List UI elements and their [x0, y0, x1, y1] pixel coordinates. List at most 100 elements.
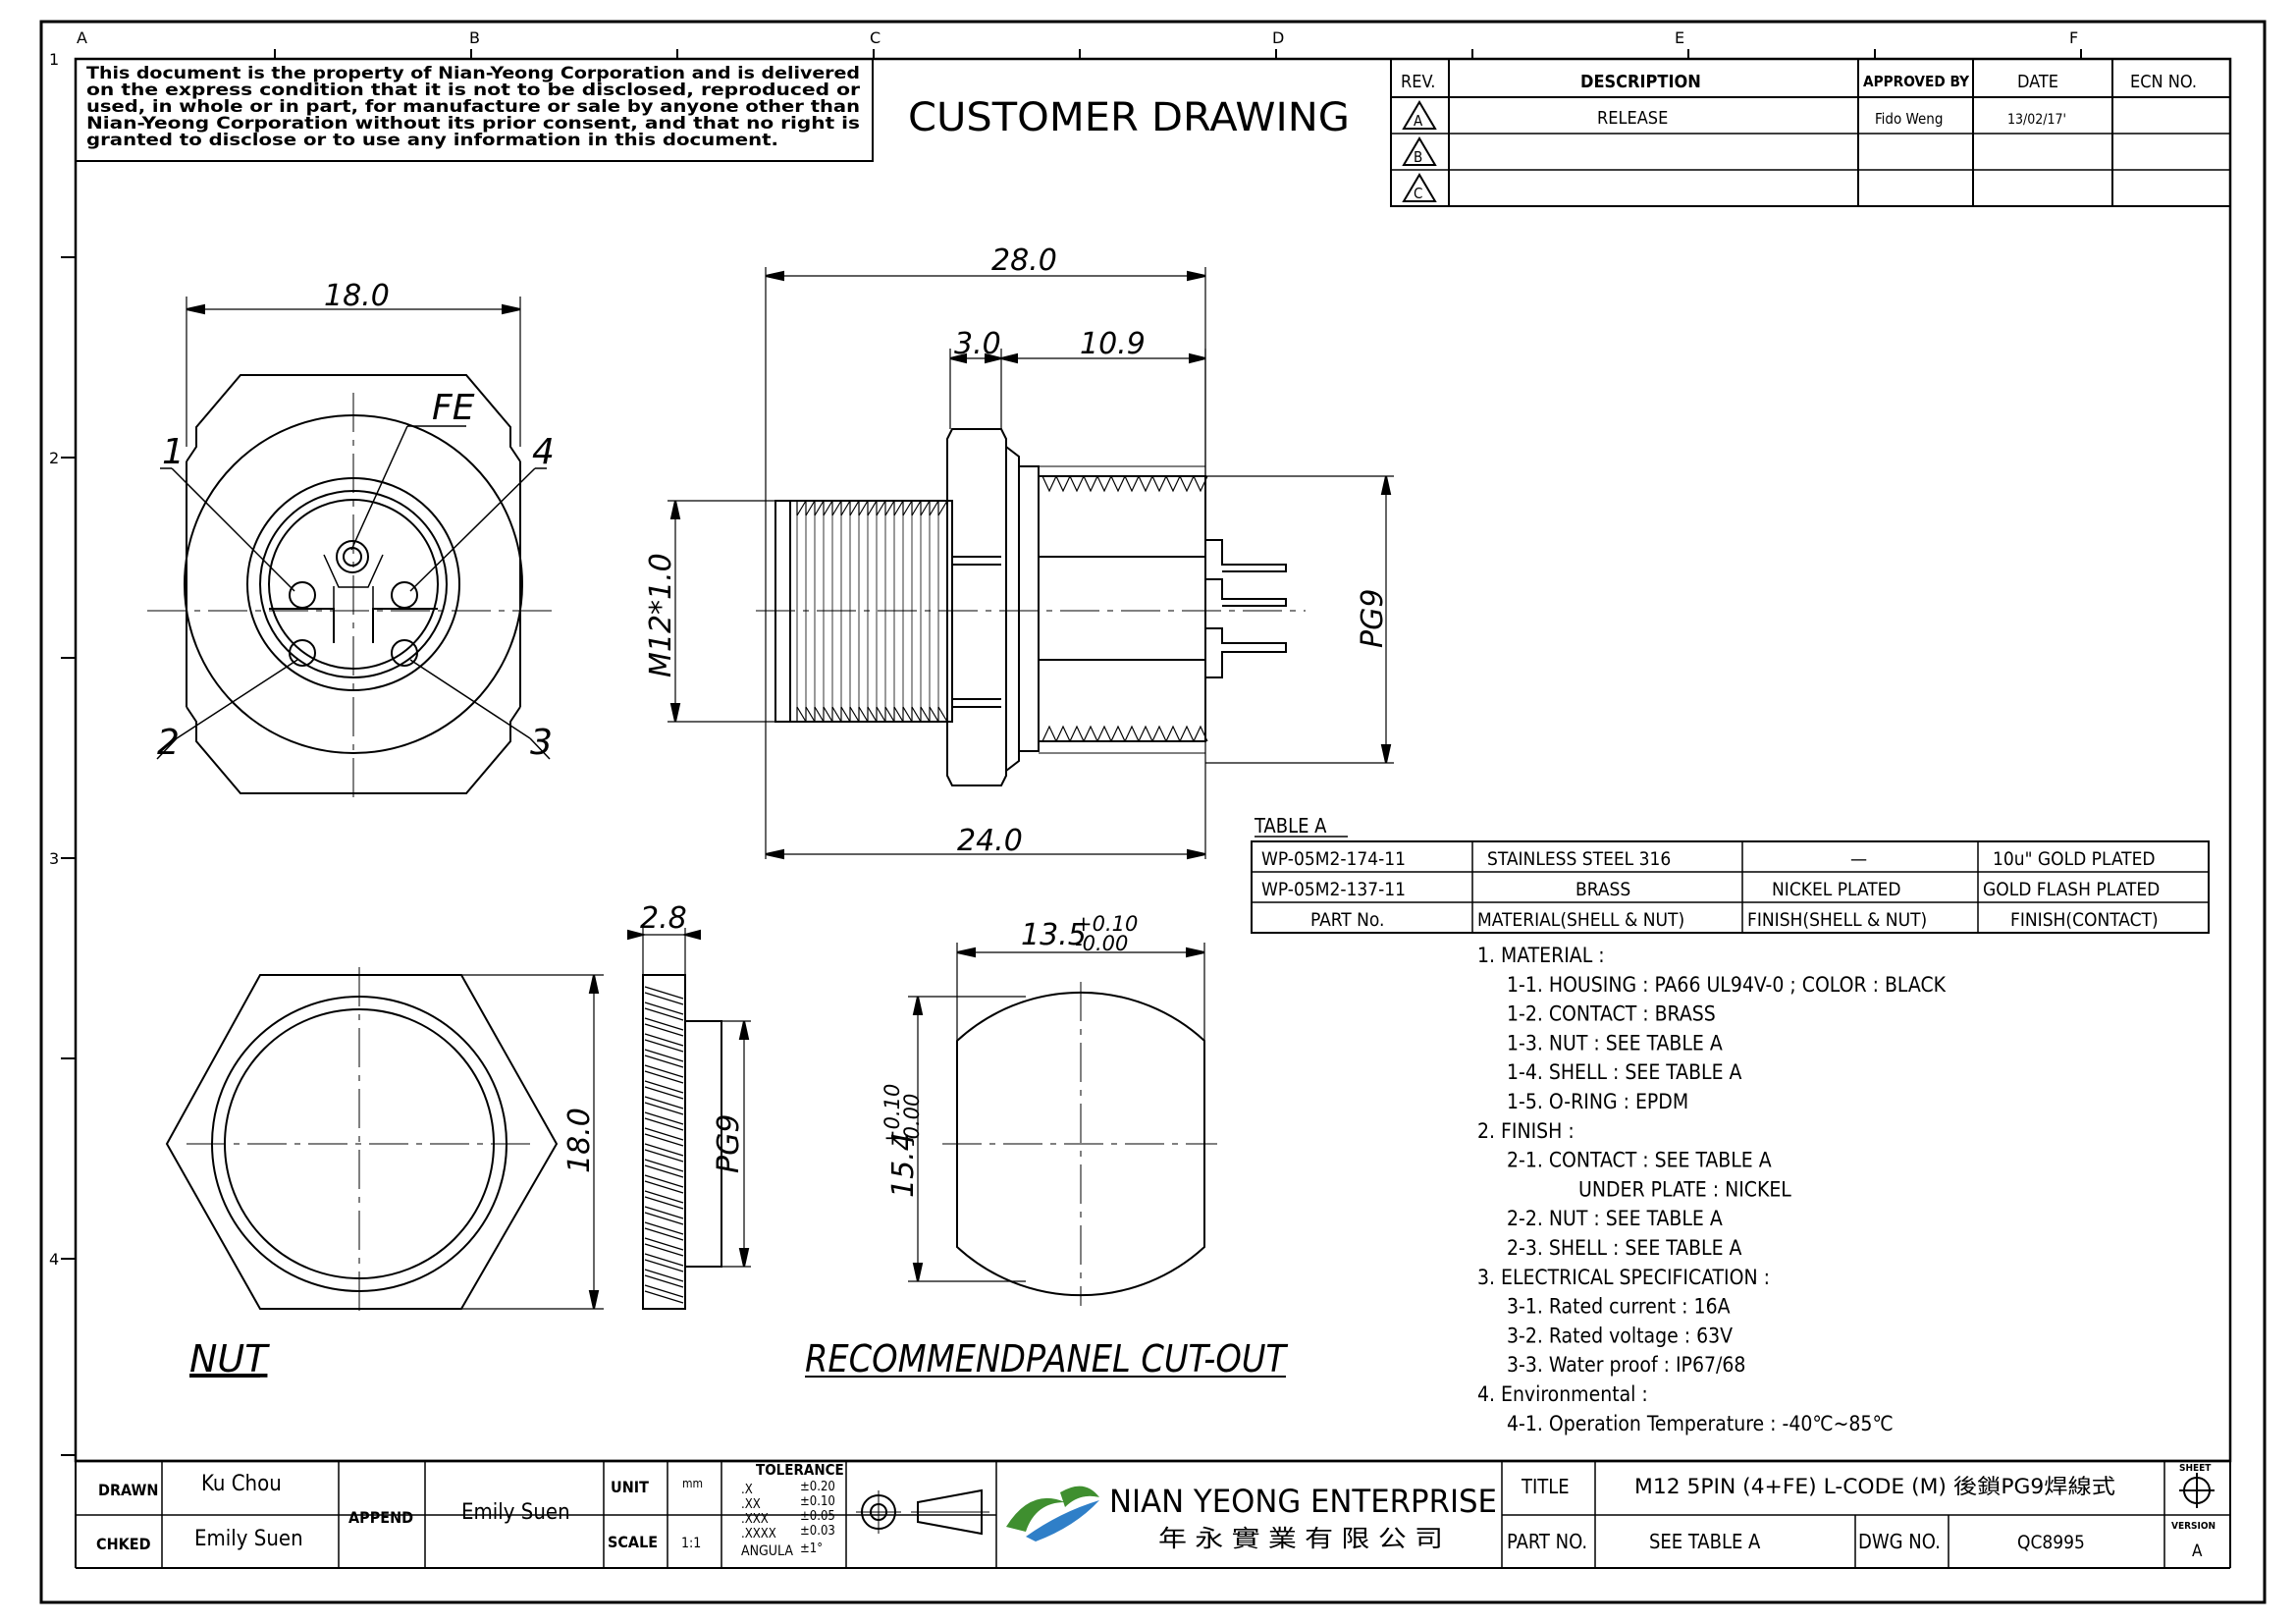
tb-title: M12 5PIN (4+FE) L-CODE (M) 後鎖PG9焊線式 [1634, 1475, 2115, 1498]
note-line: 4-1. Operation Temperature : -40℃~85℃ [1507, 1412, 1894, 1435]
note-line: 1-2. CONTACT : BRASS [1507, 1002, 1716, 1026]
front-view [147, 297, 560, 805]
zone-col-a: A [77, 28, 87, 47]
nut-dim-thick: 2.8 [640, 901, 687, 936]
side-dim-a: 3.0 [954, 327, 1001, 361]
rev-header-approved: APPROVED BY [1863, 73, 1969, 90]
pin-label-1: 1 [162, 432, 185, 472]
rev-c-mark: C [1414, 185, 1422, 202]
table-a-r1-part: WP-05M2-174-11 [1261, 848, 1406, 870]
zone-labels: A B C D E F 1 2 3 4 [49, 28, 2078, 1269]
tb-drawn-label: DRAWN [98, 1481, 158, 1499]
notes: 1. MATERIAL : 1-1. HOUSING : PA66 UL94V-0… [1477, 944, 1947, 1435]
tb-append-label: APPEND [348, 1508, 413, 1527]
pin-label-fe: FE [432, 388, 475, 428]
tb-tol-4-val: ±1° [800, 1542, 823, 1556]
tb-part: SEE TABLE A [1649, 1530, 1761, 1553]
table-a-title: TABLE A [1254, 814, 1327, 838]
cutout-tol-w-minus: -0.00 [1075, 932, 1128, 955]
cutout-dim-width: 13.5 [1021, 918, 1087, 952]
tb-dwg-label: DWG NO. [1858, 1530, 1941, 1553]
revision-table: REV. DESCRIPTION APPROVED BY DATE ECN NO… [1390, 58, 2231, 207]
projection-symbol-icon [856, 1488, 989, 1536]
table-a-r2-finish: NICKEL PLATED [1772, 879, 1901, 900]
cutout-dim-height: 15.4 [886, 1132, 921, 1198]
side-dim-overall: 28.0 [991, 243, 1057, 278]
rev-a-mark: A [1414, 112, 1423, 130]
notice-line-1: This document is the property of Nian-Ye… [86, 64, 860, 83]
note-line: 2-3. SHELL : SEE TABLE A [1507, 1236, 1742, 1260]
note-line: 1-4. SHELL : SEE TABLE A [1507, 1060, 1742, 1084]
tb-drawn: Ku Chou [201, 1472, 282, 1496]
zone-col-c: C [870, 28, 881, 47]
rev-a-approved: Fido Weng [1875, 110, 1943, 128]
nut-dim-height: 18.0 [562, 1108, 597, 1173]
tb-company: NIAN YEONG ENTERPRISE [1109, 1483, 1497, 1520]
tb-tol-4-key: ANGULA [741, 1543, 793, 1559]
table-a-h-contact: FINISH(CONTACT) [2010, 909, 2159, 931]
nut-thread: PG9 [712, 1114, 746, 1173]
table-a-r1-contact: 10u" GOLD PLATED [1993, 848, 2156, 870]
table-a-r2-part: WP-05M2-137-11 [1261, 879, 1406, 900]
zone-row-1: 1 [49, 50, 59, 69]
rev-a-description: RELEASE [1597, 108, 1668, 129]
front-dim-width: 18.0 [324, 279, 390, 313]
rev-header-description: DESCRIPTION [1580, 72, 1701, 92]
rev-a-date: 13/02/17' [2007, 112, 2066, 128]
zone-col-b: B [469, 28, 480, 47]
side-thread-left: M12*1.0 [644, 553, 678, 677]
tb-tol-0-key: .X [741, 1483, 753, 1497]
note-line: 1. MATERIAL : [1477, 944, 1605, 967]
pin-label-3: 3 [530, 723, 553, 763]
zone-row-2: 2 [49, 449, 59, 467]
title-block: DRAWN Ku Chou CHKED Emily Suen APPEND Em… [75, 1459, 2231, 1569]
tb-chkd-label: CHKED [96, 1535, 151, 1553]
tb-chkd: Emily Suen [194, 1527, 303, 1551]
notice-box: This document is the property of Nian-Ye… [75, 58, 874, 162]
tb-scale: 1:1 [681, 1536, 701, 1551]
note-line: UNDER PLATE : NICKEL [1578, 1177, 1791, 1201]
table-a-r2-contact: GOLD FLASH PLATED [1983, 879, 2160, 900]
note-line: 2-1. CONTACT : SEE TABLE A [1507, 1149, 1772, 1172]
cutout-tol-h-plus: +0.10 [881, 1084, 904, 1147]
note-line: 1-3. NUT : SEE TABLE A [1507, 1031, 1723, 1055]
note-line: 2-2. NUT : SEE TABLE A [1507, 1207, 1723, 1230]
note-line: 1-5. O-RING : EPDM [1507, 1090, 1688, 1113]
side-dim-bottom: 24.0 [957, 824, 1023, 858]
table-a-h-part: PART No. [1310, 909, 1384, 931]
notice-line-2: on the express condition that it is not … [86, 81, 861, 100]
tb-title-label: TITLE [1521, 1475, 1570, 1498]
rev-b-mark: B [1414, 148, 1422, 166]
tb-unit: mm [682, 1477, 703, 1490]
side-dim-b: 10.9 [1080, 327, 1146, 361]
tb-tol-1-val: ±0.10 [800, 1494, 835, 1509]
nut-view [165, 928, 751, 1316]
rev-header-rev: REV. [1401, 72, 1435, 92]
tb-tol-3-key: .XXXX [741, 1527, 776, 1542]
company-logo-icon [1006, 1486, 1099, 1542]
sheet-symbol-icon [2179, 1473, 2215, 1508]
tb-scale-label: SCALE [608, 1533, 658, 1551]
tb-tol-0-val: ±0.20 [800, 1480, 835, 1494]
note-line: 3. ELECTRICAL SPECIFICATION : [1477, 1266, 1770, 1289]
nut-caption: NUT [189, 1337, 270, 1380]
cutout-caption: RECOMMENDPANEL CUT-OUT [805, 1337, 1288, 1380]
table-a-r1-finish: — [1850, 848, 1867, 870]
note-line: 3-1. Rated current : 16A [1507, 1295, 1731, 1319]
tb-tol-3-val: ±0.03 [800, 1524, 835, 1539]
note-line: 1-1. HOUSING : PA66 UL94V-0 ; COLOR : BL… [1507, 973, 1947, 997]
tb-tol-2-key: .XXX [741, 1512, 769, 1527]
cutout-view [908, 943, 1217, 1306]
zone-row-4: 4 [49, 1250, 59, 1269]
tb-version: A [2192, 1542, 2203, 1561]
zone-col-f: F [2069, 28, 2078, 47]
zone-col-e: E [1675, 28, 1684, 47]
tb-tol-1-key: .XX [741, 1497, 761, 1512]
tb-part-label: PART NO. [1507, 1530, 1587, 1553]
rev-header-ecn: ECN NO. [2130, 72, 2197, 92]
notice-line-5: granted to disclose or to use any inform… [86, 131, 778, 150]
table-a-r2-material: BRASS [1575, 879, 1630, 900]
zone-col-d: D [1272, 28, 1284, 47]
note-line: 3-2. Rated voltage : 63V [1507, 1324, 1733, 1347]
